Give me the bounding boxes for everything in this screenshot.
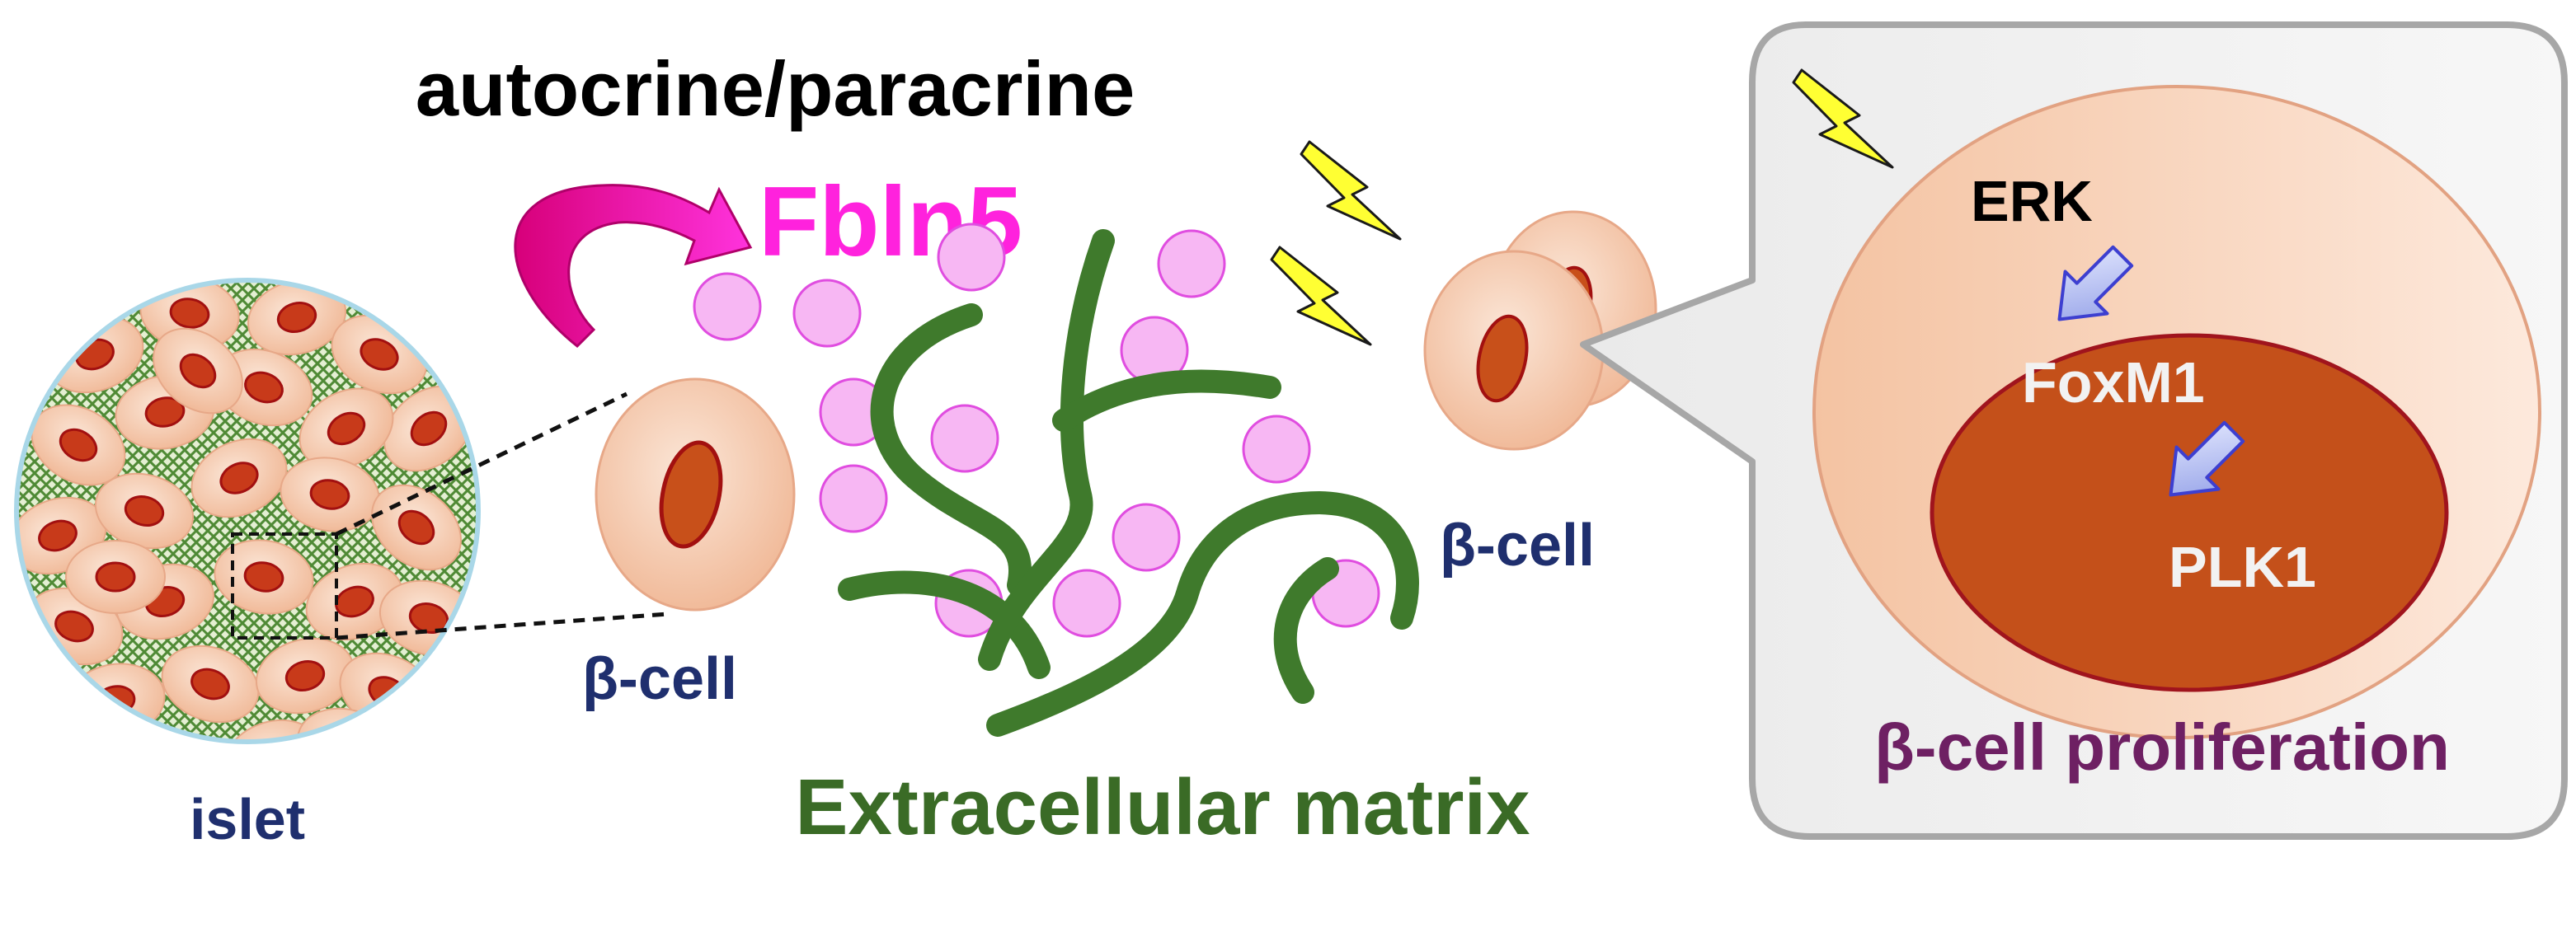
islet-label: islet [190, 787, 305, 851]
lightning-bolt-icon [1300, 140, 1402, 241]
proliferation-label: β-cell proliferation [1874, 710, 2450, 784]
beta-cell-pair [1423, 210, 1657, 451]
fbln5-protein-dot [819, 464, 888, 533]
beta-cell-right-label: β-cell [1440, 513, 1595, 579]
fbln5-protein-dot [1052, 569, 1121, 638]
extracellular-matrix-fibers [838, 229, 1419, 737]
fbln5-protein-dot [792, 279, 862, 348]
fbln5-protein-dot [1242, 415, 1311, 484]
zoom-box [231, 532, 338, 640]
fbln5-proteins [693, 223, 1380, 638]
fbln5-protein-dot [937, 223, 1006, 292]
zoom-line-top [335, 391, 628, 537]
islet-cell [64, 539, 167, 615]
ecm-fiber [978, 229, 1115, 671]
beta-cell-left [595, 377, 796, 612]
fbln5-protein-dot [930, 404, 999, 473]
plk1-label: PLK1 [2169, 535, 2316, 599]
ecm-label: Extracellular matrix [795, 763, 1530, 851]
erk-label: ERK [1971, 169, 2093, 233]
ecm-fiber [1052, 369, 1281, 432]
lightning-bolt-icon [1270, 246, 1372, 346]
beta-cell-left-label: β-cell [582, 646, 737, 712]
ecm-fiber [870, 303, 1032, 597]
ecm-fiber [986, 490, 1419, 737]
ecm-fiber [838, 570, 1051, 679]
arrow-down-right-icon [2169, 420, 2245, 497]
foxm1-label: FoxM1 [2022, 350, 2205, 415]
proliferation-callout: ERK FoxM1 PLK1 β-cell proliferation [1580, 21, 2568, 840]
zoom-line-bottom [336, 612, 669, 640]
nucleus-enlarged [1930, 333, 2449, 692]
curved-arrow-icon [514, 184, 753, 349]
autocrine-paracrine-title: autocrine/paracrine [416, 45, 1135, 132]
fbln5-protein-dot [693, 272, 762, 341]
fbln5-protein-dot [1157, 229, 1226, 298]
fbln5-protein-dot [1112, 503, 1181, 572]
ecm-fiber [1273, 557, 1339, 704]
islet-cluster [14, 278, 669, 744]
arrow-down-right-icon [2057, 245, 2134, 321]
